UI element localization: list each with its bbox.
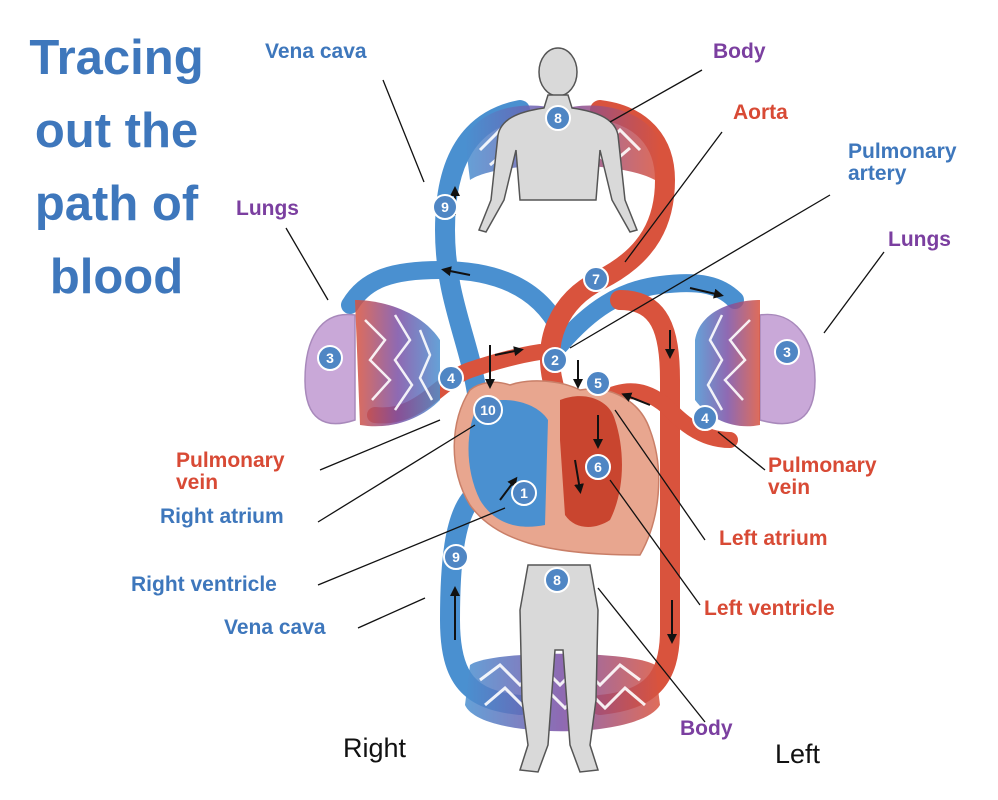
- label-right-ventricle: Right ventricle: [131, 573, 277, 596]
- svg-text:8: 8: [554, 110, 562, 126]
- svg-text:10: 10: [480, 402, 496, 418]
- upper-body-silhouette: [477, 47, 639, 233]
- pulmonary-artery-left-branch: [341, 260, 569, 339]
- label-left-ventricle: Left ventricle: [704, 597, 835, 620]
- label-vena-cava-bottom: Vena cava: [224, 616, 326, 639]
- step-marker-10: 10: [473, 395, 503, 425]
- svg-text:9: 9: [441, 199, 449, 215]
- svg-text:2: 2: [551, 352, 559, 368]
- flow-arrows: [441, 186, 724, 644]
- label-pulmonary-vein-left: Pulmonary vein: [176, 449, 285, 494]
- step-marker-8-bottom: 8: [544, 567, 570, 593]
- pulmonary-vein-right-vessel: [592, 383, 738, 448]
- step-marker-8-top: 8: [545, 105, 571, 131]
- svg-text:8: 8: [553, 572, 561, 588]
- step-marker-5: 5: [585, 370, 611, 396]
- label-lungs-left: Lungs: [236, 197, 299, 220]
- label-side-right: Right: [343, 733, 407, 763]
- lower-body-silhouette: [519, 564, 599, 773]
- label-body-bottom: Body: [680, 717, 733, 740]
- step-marker-1: 1: [511, 480, 537, 506]
- step-marker-9-top: 9: [432, 194, 458, 220]
- step-marker-6: 6: [585, 454, 611, 480]
- step-marker-9-bottom: 9: [443, 544, 469, 570]
- label-left-atrium: Left atrium: [719, 527, 828, 550]
- svg-text:4: 4: [447, 370, 455, 386]
- svg-text:1: 1: [520, 485, 528, 501]
- svg-text:7: 7: [592, 271, 600, 287]
- lung-right-shape: [695, 300, 816, 427]
- step-marker-7: 7: [583, 266, 609, 292]
- label-lungs-right: Lungs: [888, 228, 951, 251]
- label-pulmonary-artery: Pulmonary artery: [848, 140, 957, 185]
- svg-text:5: 5: [594, 375, 602, 391]
- step-marker-3-left: 3: [317, 345, 343, 371]
- label-side-left: Left: [775, 739, 821, 769]
- svg-text:9: 9: [452, 549, 460, 565]
- label-body-top: Body: [713, 40, 766, 63]
- step-marker-4-left: 4: [438, 365, 464, 391]
- leader-lines: [285, 69, 885, 723]
- step-marker-4-right: 4: [692, 405, 718, 431]
- label-right-atrium: Right atrium: [160, 505, 284, 528]
- page-title: Tracing out the path of blood: [29, 31, 204, 304]
- step-marker-3-right: 3: [774, 339, 800, 365]
- svg-text:3: 3: [326, 350, 334, 366]
- label-pulmonary-vein-right: Pulmonary vein: [768, 454, 877, 499]
- step-marker-2: 2: [542, 347, 568, 373]
- svg-text:4: 4: [701, 410, 709, 426]
- svg-text:3: 3: [783, 344, 791, 360]
- label-vena-cava-top: Vena cava: [265, 40, 367, 63]
- pulmonary-artery-right-branch: [551, 274, 744, 354]
- svg-text:6: 6: [594, 459, 602, 475]
- lower-body-capillaries: [465, 653, 660, 732]
- label-aorta: Aorta: [733, 101, 788, 124]
